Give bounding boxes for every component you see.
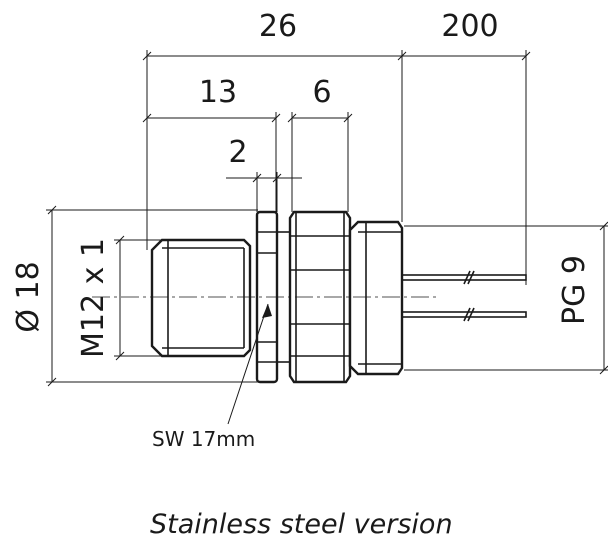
dimension-label-thread-length: 13 [199, 75, 237, 110]
dimension-label-flange-thickness: 2 [228, 135, 247, 170]
wrench-size-note: SW 17mm [152, 427, 255, 451]
wire-lower [401, 311, 527, 318]
dimension-label-thread-size: M12 x 1 [76, 238, 111, 358]
dimension-label-cable-length: 200 [441, 9, 498, 44]
drawing-caption: Stainless steel version [150, 509, 453, 540]
dimension-label-nut-section: 6 [312, 75, 331, 110]
wrench-leader [227, 303, 272, 425]
dimension-label-back-thread: PG 9 [557, 255, 592, 325]
vertical-dimension-lines [46, 205, 608, 387]
dimension-label-outer-diameter: Ø 18 [11, 261, 46, 332]
connector-body [150, 210, 404, 384]
wire-leads [401, 270, 527, 322]
horizontal-dimension-lines [142, 51, 531, 183]
dimension-label-overall-length: 26 [259, 9, 297, 44]
rear-pg9-section [348, 220, 404, 376]
extension-lines [146, 50, 527, 285]
wire-upper [401, 274, 527, 281]
front-thread-section [150, 238, 252, 358]
